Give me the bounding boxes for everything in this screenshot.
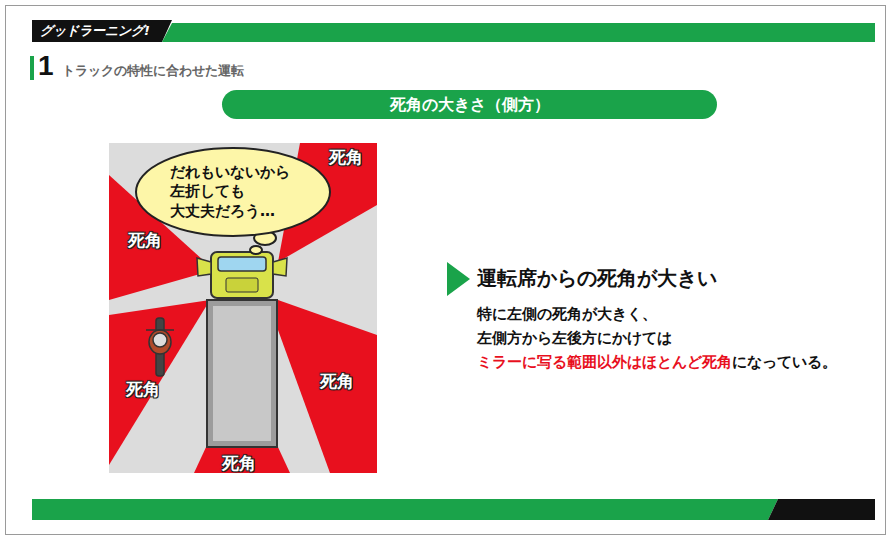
point-body-line: ミラーに写る範囲以外はほとんど死角になっている。	[477, 350, 837, 374]
blind-zone-label: 死角	[128, 229, 162, 252]
node-text: だれもいないから 左折しても 大丈夫だろう…	[170, 163, 296, 222]
slide-title: 死角の大きさ（側方）	[222, 90, 717, 119]
thought-bubble: だれもいないから 左折しても 大丈夫だろう…	[134, 146, 332, 238]
blind-zone-label: 死角	[329, 146, 363, 169]
header-bar	[162, 23, 875, 42]
section-mark	[30, 56, 34, 80]
blind-zone-label: 死角	[126, 378, 160, 401]
body-text: になっている。	[732, 353, 837, 371]
illustration-ground	[109, 143, 377, 473]
section-number: 1	[38, 50, 54, 82]
section-title: トラックの特性に合わせた運転	[62, 62, 244, 80]
footer-tab	[768, 499, 875, 520]
brand-tab: グッドラーニング!	[32, 20, 164, 42]
point-body: 特に左側の死角が大きく、 左側方から左後方にかけては	[477, 302, 677, 350]
title-pill	[222, 90, 717, 119]
blind-zone-label: 死角	[222, 452, 256, 475]
point-heading: 運転席からの死角が大きい	[477, 265, 717, 292]
highlight-text: ミラーに写る範囲以外はほとんど死角	[477, 353, 732, 371]
motorcycle	[146, 318, 174, 376]
heading-arrow	[447, 262, 470, 296]
blind-zones	[109, 143, 377, 473]
slide-frame	[6, 6, 886, 535]
truck	[197, 252, 287, 447]
node-text: グッドラーニング!	[40, 22, 150, 40]
blind-zone-label: 死角	[320, 370, 354, 393]
header-tab	[32, 20, 172, 42]
footer-bar	[32, 499, 778, 520]
